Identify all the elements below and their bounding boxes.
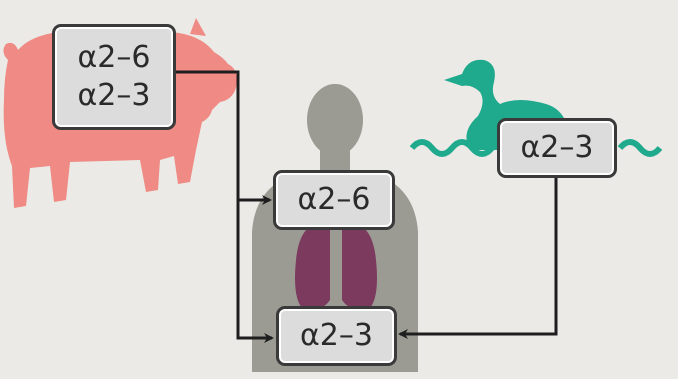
connector-duck-to-human (400, 178, 556, 334)
pig-receptor-line-1: α2–6 (55, 39, 173, 77)
human-upper-receptor-box: α2–6 (273, 170, 395, 230)
duck-receptor-box: α2–3 (497, 118, 617, 178)
human-lower-receptor-box: α2–3 (276, 306, 397, 366)
pig-receptor-line-2: α2–3 (55, 77, 173, 115)
pig-receptor-box: α2–6 α2–3 (52, 24, 176, 130)
